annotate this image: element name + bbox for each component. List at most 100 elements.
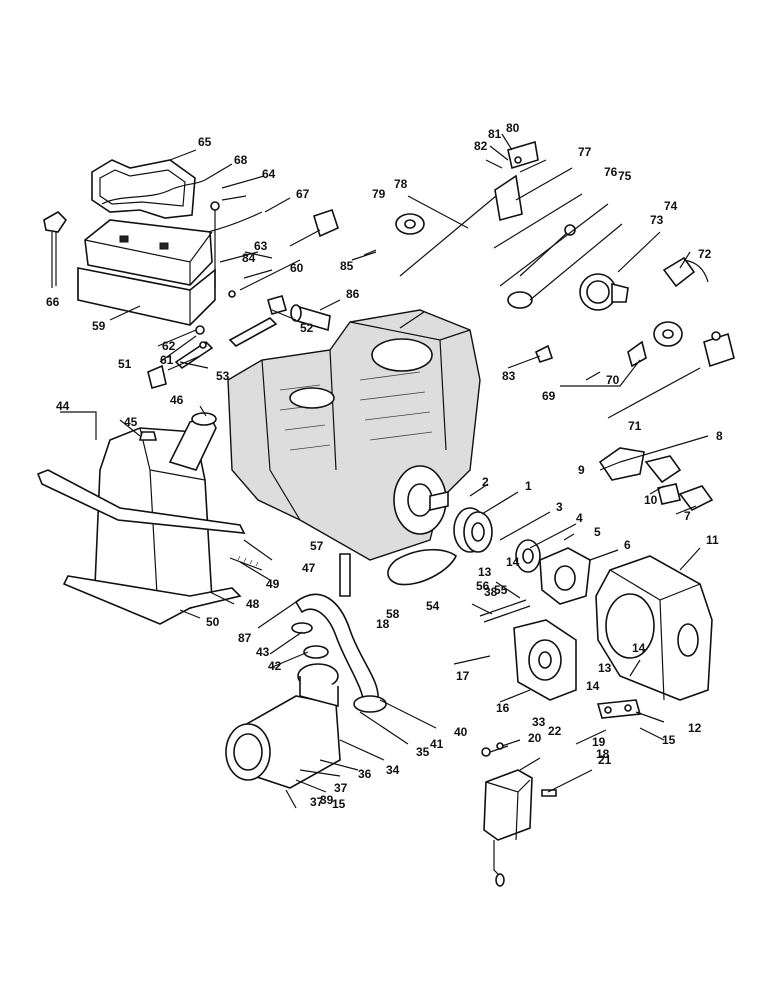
callout-22: 22 (548, 724, 562, 738)
callout-11: 11 (706, 533, 719, 547)
box-hardware (481, 742, 557, 797)
callout-62: 62 (162, 339, 176, 353)
hub (515, 539, 541, 573)
starter-solenoid (703, 331, 735, 368)
callout-57: 57 (310, 539, 324, 553)
tank-filler-neck (168, 412, 217, 471)
callout-73: 73 (650, 213, 664, 227)
callout-46: 46 (170, 393, 184, 407)
fuel-line-clip (534, 344, 554, 363)
choke-cable (507, 224, 576, 309)
oil-filter-fitting (267, 295, 287, 315)
callout-69: 69 (542, 389, 556, 403)
callout-37: 37 (334, 781, 348, 795)
callout-79: 79 (372, 187, 386, 201)
callout-72: 72 (698, 247, 712, 261)
callout-54: 54 (426, 599, 440, 613)
callout-86: 86 (346, 287, 360, 301)
callout-18: 18 (596, 747, 610, 761)
callout-17: 17 (456, 669, 470, 683)
engine-block (227, 309, 481, 561)
air-hose (294, 593, 387, 713)
callout-18: 18 (376, 617, 390, 631)
callout-74: 74 (664, 199, 678, 213)
callout-35: 35 (416, 745, 430, 759)
callout-64: 64 (262, 167, 276, 181)
callout-68: 68 (234, 153, 248, 167)
callout-13: 13 (478, 565, 492, 579)
crankshaft-flange (393, 465, 449, 535)
tank-strap (36, 469, 246, 625)
callout-6: 6 (624, 538, 631, 552)
callout-7: 7 (684, 509, 691, 523)
callout-67: 67 (296, 187, 310, 201)
clamp (291, 622, 329, 659)
air-cleaner (225, 663, 341, 789)
callout-15: 15 (662, 733, 676, 747)
battery (84, 219, 213, 286)
mounting-plate (513, 619, 577, 701)
callout-40: 40 (454, 725, 468, 739)
pulley (453, 507, 493, 553)
callout-36: 36 (358, 767, 372, 781)
callout-14: 14 (586, 679, 600, 693)
tank-mount-bolt (229, 555, 263, 571)
choke-knob (395, 213, 425, 235)
callout-75: 75 (618, 169, 632, 183)
callout-55: 55 (494, 583, 508, 597)
callout-60: 60 (290, 261, 304, 275)
callout-66: 66 (46, 295, 60, 309)
callout-58: 58 (386, 607, 400, 621)
callout-33: 33 (532, 715, 546, 729)
callout-1: 1 (525, 479, 532, 493)
ignition-switch (627, 321, 683, 368)
tank-cap (138, 431, 158, 441)
control-box (483, 769, 533, 887)
callout-34: 34 (386, 763, 400, 777)
callout-47: 47 (302, 561, 316, 575)
callout-2: 2 (482, 475, 489, 489)
callout-70: 70 (606, 373, 620, 387)
callout-8: 8 (716, 429, 723, 443)
callout-71: 71 (628, 419, 642, 433)
callout-50: 50 (206, 615, 220, 629)
muffler-pipe (290, 304, 331, 332)
callout-65: 65 (198, 135, 212, 149)
callout-41: 41 (430, 737, 444, 751)
callout-38: 38 (484, 585, 498, 599)
callout-4: 4 (576, 511, 583, 525)
callout-13: 13 (598, 661, 612, 675)
callout-76: 76 (604, 165, 618, 179)
battery-tray (77, 267, 216, 326)
callout-19: 19 (592, 735, 606, 749)
callout-77: 77 (578, 145, 592, 159)
callout-83: 83 (502, 369, 516, 383)
bell-housing (595, 555, 713, 701)
callout-82: 82 (474, 139, 488, 153)
shims (479, 599, 531, 623)
coupling-flange-set (598, 447, 714, 512)
callout-43: 43 (256, 645, 270, 659)
callout-63: 63 (254, 239, 268, 253)
battery-cover (91, 159, 196, 219)
throttle-bracket (494, 140, 539, 222)
callout-81: 81 (488, 127, 502, 141)
terminal-clamp (313, 208, 339, 238)
washers (195, 325, 207, 349)
callout-9: 9 (578, 463, 585, 477)
callout-16: 16 (496, 701, 510, 715)
callout-21: 21 (598, 753, 612, 767)
bracket (596, 699, 642, 719)
ground-strap-bolt (363, 249, 377, 256)
callout-84: 84 (242, 251, 256, 265)
hold-down-rod (210, 201, 236, 298)
callout-15: 15 (332, 797, 346, 811)
callout-14: 14 (506, 555, 520, 569)
callout-59: 59 (92, 319, 106, 333)
cap-screw (339, 553, 351, 597)
callout-3: 3 (556, 500, 563, 514)
callout-39: 39 (320, 793, 334, 807)
callout-52: 52 (300, 321, 314, 335)
